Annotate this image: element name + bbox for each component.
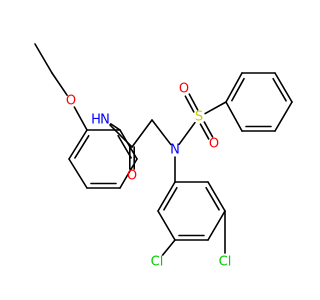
bond-c2-o1	[51, 72, 68, 97]
bond-c4-c5	[68, 158, 88, 189]
bond-c16-c11	[225, 101, 243, 132]
bond-c17-c18-inner	[163, 186, 178, 211]
bond-c3-c4	[68, 129, 88, 160]
bond-c7-c8-inner	[117, 134, 132, 159]
bond-c3-c4-inner	[74, 134, 90, 159]
bond-c1-c2	[34, 43, 53, 74]
bond-c18-c19	[157, 210, 176, 241]
bond-n2-s1	[178, 121, 196, 146]
atom-label-n1: N	[100, 113, 110, 128]
atom-s1: S	[195, 110, 203, 125]
bond-c11-c12-inner	[231, 77, 245, 102]
atom-n2: N	[170, 143, 180, 158]
bond-c13-c14	[274, 72, 293, 103]
bond-c21-c22-inner	[205, 186, 220, 211]
bond-s1-o4-a	[199, 123, 210, 140]
atom-label-s1: S	[195, 110, 203, 125]
bond-c19-cl1	[161, 239, 176, 256]
atom-cl2: Cl	[219, 255, 232, 270]
atom-label-n2: N	[170, 143, 180, 158]
atom-label-o4: O	[209, 137, 219, 152]
bond-s1-o4-b	[203, 121, 214, 138]
bond-c9-c10	[131, 119, 153, 148]
bond-s1-o3-a	[188, 93, 199, 111]
atom-o1: O	[66, 94, 76, 109]
atom-h1: H	[91, 113, 101, 128]
bond-c21-c22	[207, 181, 226, 212]
atom-label-o3: O	[179, 82, 189, 97]
bonds-layer	[34, 43, 293, 256]
atom-label-o2: O	[127, 169, 137, 184]
bond-s1-c11	[204, 101, 227, 115]
bond-c13-c14-inner	[272, 77, 287, 102]
atom-cl1: Cl	[151, 255, 164, 270]
bond-c11-c12	[225, 72, 243, 103]
atom-o2: O	[127, 169, 137, 184]
atom-label-h1: H	[91, 113, 101, 128]
bond-c17-c18	[157, 181, 176, 212]
bond-c8-n1	[110, 123, 121, 131]
atom-n1: N	[100, 113, 110, 128]
bond-c20-c21	[207, 210, 226, 241]
atom-label-cl1: Cl	[151, 255, 164, 270]
bond-o1-c3	[73, 106, 88, 131]
atom-o3: O	[179, 82, 189, 97]
atom-label-o1: O	[66, 94, 76, 109]
bond-n1-c9	[109, 124, 133, 148]
atom-o4: O	[209, 137, 219, 152]
atom-label-cl2: Cl	[219, 255, 232, 270]
bond-c14-c15	[274, 101, 293, 132]
bond-s1-o3-b	[184, 95, 195, 113]
bond-c10-n2	[151, 119, 172, 146]
